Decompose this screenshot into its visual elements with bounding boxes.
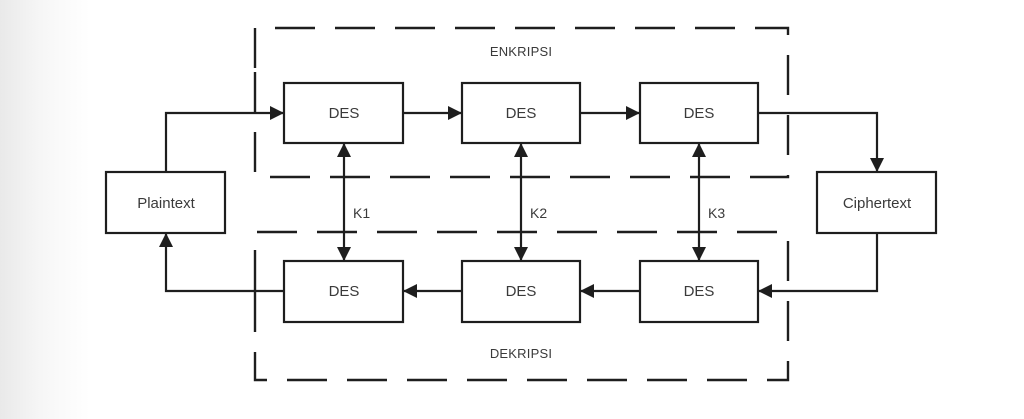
decryption-section-label: DEKRIPSI xyxy=(490,346,552,361)
key-label-k2: K2 xyxy=(530,205,547,221)
enc-des-2: DES xyxy=(460,81,582,145)
dec-des-3-label: DES xyxy=(684,283,715,300)
dec-des-2: DES xyxy=(460,259,582,324)
key-label-k3: K3 xyxy=(708,205,725,221)
key-label-k1: K1 xyxy=(353,205,370,221)
dec-des-2-box xyxy=(460,259,582,324)
plaintext-box xyxy=(104,170,227,235)
encryption-section-label: ENKRIPSI xyxy=(490,44,552,59)
ciphertext-label: Ciphertext xyxy=(843,195,912,212)
enc-des-2-label: DES xyxy=(506,105,537,122)
ciphertext-box xyxy=(815,170,938,235)
edge-ciphertext-to-dec-des-3 xyxy=(758,233,879,298)
enc-des-1: DES xyxy=(282,81,405,145)
edge-plaintext-to-enc-des-1 xyxy=(164,106,284,172)
enc-des-1-box xyxy=(282,81,405,145)
plaintext-node: Plaintext xyxy=(104,170,227,235)
enc-des-1-label: DES xyxy=(329,105,360,122)
dec-des-1-label: DES xyxy=(329,283,360,300)
dec-des-3-box xyxy=(638,259,760,324)
dec-des-2-label: DES xyxy=(506,283,537,300)
edge-enc-des-3-to-ciphertext xyxy=(758,111,884,172)
connectors xyxy=(159,106,884,298)
ciphertext-node: Ciphertext xyxy=(815,170,938,235)
enc-des-2-box xyxy=(460,81,582,145)
encryption-section: ENKRIPSI xyxy=(253,26,790,179)
enc-des-3-label: DES xyxy=(684,105,715,122)
dec-des-3: DES xyxy=(638,259,760,324)
encryption-section-border xyxy=(253,26,790,179)
dec-des-1: DES xyxy=(282,259,405,324)
decryption-section-border xyxy=(253,230,790,382)
enc-des-3: DES xyxy=(638,81,760,145)
dec-des-1-box xyxy=(282,259,405,324)
edge-dec-des-1-to-plaintext xyxy=(159,233,284,293)
plaintext-label: Plaintext xyxy=(137,195,195,212)
decryption-section: DEKRIPSI xyxy=(253,230,790,382)
enc-des-3-box xyxy=(638,81,760,145)
